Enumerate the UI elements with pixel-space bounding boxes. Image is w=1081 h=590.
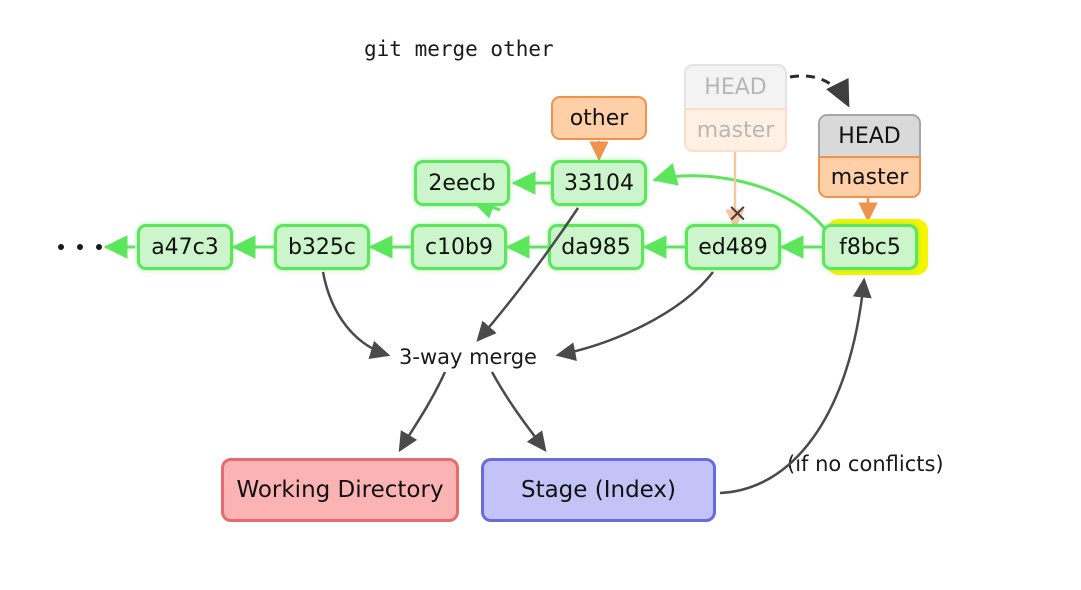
ghost-head-label: HEAD: [684, 64, 787, 108]
ghost-master-label: master: [684, 108, 787, 152]
commit-ed489[interactable]: ed489: [685, 224, 781, 270]
working-directory-box[interactable]: Working Directory: [221, 458, 459, 522]
stage-index-box[interactable]: Stage (Index): [481, 458, 716, 522]
commit-f8bc5[interactable]: f8bc5: [822, 224, 918, 270]
arrow-f8bc5-to-33104-merge-parent: [652, 163, 830, 234]
commit-ellipsis: [58, 244, 102, 250]
no-conflicts-note: (if no conflicts): [787, 452, 944, 476]
branch-label-other[interactable]: other: [551, 96, 647, 140]
arrow-ed489-to-merge: [555, 271, 714, 362]
ghost-head-master-ref: HEAD master: [684, 64, 787, 152]
arrow-33104-to-merge: [476, 207, 580, 342]
arrow-merge-to-working-directory: [398, 371, 447, 453]
head-master-ref[interactable]: HEAD master: [818, 114, 921, 198]
arrow-head-moves-dashed: [789, 74, 850, 108]
master-label: master: [818, 156, 921, 198]
arrow-b325c-to-merge: [321, 271, 391, 360]
head-label: HEAD: [818, 114, 921, 156]
arrow-merge-to-stage: [490, 371, 547, 452]
commit-33104[interactable]: 33104: [551, 160, 647, 206]
commit-a47c3[interactable]: a47c3: [137, 224, 233, 270]
commit-2eecb[interactable]: 2eecb: [414, 160, 510, 206]
diagram-title: git merge other: [364, 37, 554, 61]
arrow-stage-to-f8bc5: [719, 277, 872, 495]
commit-b325c[interactable]: b325c: [274, 224, 370, 270]
three-way-merge-label: 3-way merge: [399, 345, 537, 369]
commit-da985[interactable]: da985: [548, 224, 644, 270]
commit-c10b9[interactable]: c10b9: [411, 224, 507, 270]
